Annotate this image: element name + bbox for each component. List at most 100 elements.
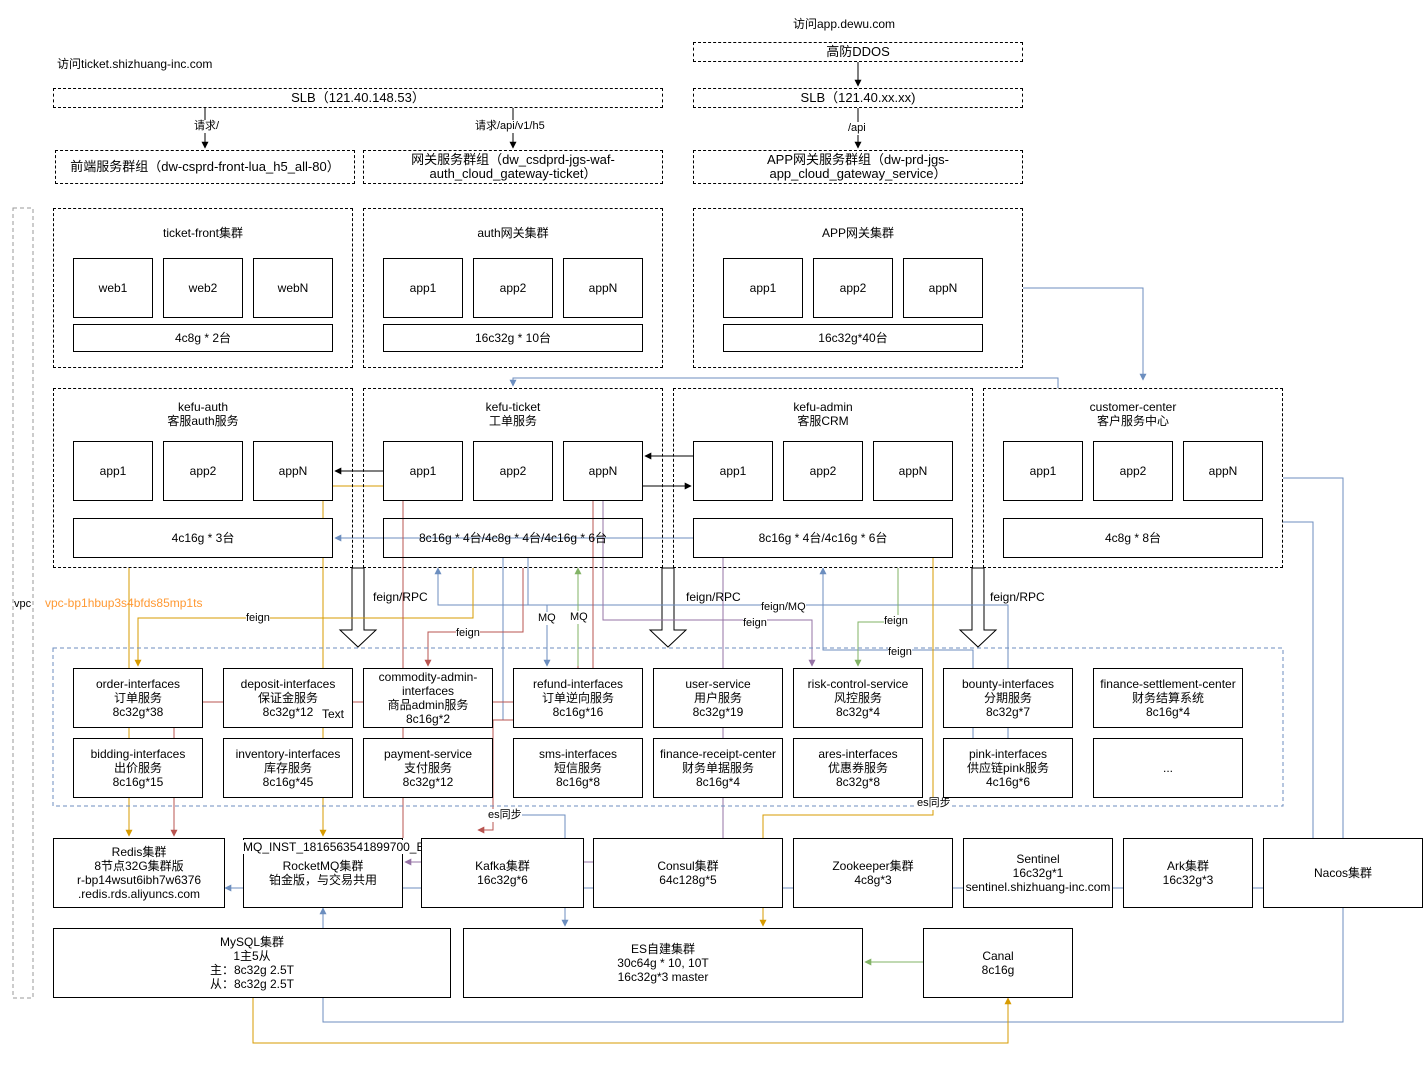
cluster-title: kefu-admin 客服CRM (793, 400, 853, 428)
edge-label-mq: MQ (538, 612, 556, 625)
mq-instance-label: MQ_INST_1816563541899700_BcHFLdJ4 (243, 840, 473, 854)
service-finance-settlement-center[interactable]: finance-settlement-center 财务结算系统 8c16g*4 (1093, 668, 1243, 728)
edge-label-feign: feign (456, 627, 480, 640)
customer-center-cluster[interactable]: customer-center 客户服务中心 (983, 388, 1283, 568)
service-pink-interfaces[interactable]: pink-interfaces 供应链pink服务 4c16g*6 (943, 738, 1073, 798)
node-app1[interactable]: app1 (723, 258, 803, 318)
storage-canal[interactable]: Canal 8c16g (923, 928, 1073, 998)
hollow-arrows (338, 567, 998, 648)
ddos-box[interactable]: 高防DDOS (693, 42, 1023, 62)
cluster-spec: 4c16g * 3台 (73, 518, 333, 558)
edge-label-text: Text (322, 707, 345, 721)
cluster-title: ticket-front集群 (162, 226, 244, 240)
cluster-title: auth网关集群 (477, 226, 549, 240)
edge-label-feign-mq: feign/MQ (761, 601, 806, 614)
node-appN[interactable]: appN (563, 258, 643, 318)
cluster-title: kefu-auth 客服auth服务 (167, 400, 239, 428)
cluster-title: kefu-ticket 工单服务 (485, 400, 541, 428)
edge-label-es-sync: es同步 (488, 809, 522, 822)
cluster-spec: 4c8g * 8台 (1003, 518, 1263, 558)
kefu-admin-cluster[interactable]: kefu-admin 客服CRM (673, 388, 973, 568)
node-app2[interactable]: app2 (473, 441, 553, 501)
edge-label-feign: feign (246, 612, 270, 625)
service-order-interfaces[interactable]: order-interfaces 订单服务 8c32g*38 (73, 668, 203, 728)
node-app1[interactable]: app1 (73, 441, 153, 501)
node-appN[interactable]: appN (253, 441, 333, 501)
vpc-services-frame (52, 647, 1284, 807)
node-appN[interactable]: appN (873, 441, 953, 501)
node-appN[interactable]: appN (563, 441, 643, 501)
service-finance-receipt-center[interactable]: finance-receipt-center 财务单据服务 8c16g*4 (653, 738, 783, 798)
app-gateway-group-box[interactable]: APP网关服务群组（dw-prd-jgs- app_cloud_gateway_… (693, 150, 1023, 184)
node-app1[interactable]: app1 (383, 258, 463, 318)
node-app2[interactable]: app2 (1093, 441, 1173, 501)
node-app1[interactable]: app1 (693, 441, 773, 501)
edge-label-feign: feign (884, 615, 908, 628)
service-risk-control-service[interactable]: risk-control-service 风控服务 8c32g*4 (793, 668, 923, 728)
cluster-spec: 4c8g * 2台 (73, 324, 333, 352)
black-edges (201, 62, 862, 490)
vpc-label: vpc (14, 598, 32, 610)
vpc-side-frame (12, 207, 34, 999)
cluster-spec: 16c32g*40台 (723, 324, 983, 352)
service-bounty-interfaces[interactable]: bounty-interfaces 分期服务 8c32g*7 (943, 668, 1073, 728)
cluster-spec: 16c32g * 10台 (383, 324, 643, 352)
infra-consul[interactable]: Consul集群 64c128g*5 (593, 838, 783, 908)
visit-app-text: 访问app.dewu.com (793, 17, 896, 31)
node-appN[interactable]: appN (903, 258, 983, 318)
infra-zookeeper[interactable]: Zookeeper集群 4c8g*3 (793, 838, 953, 908)
service-refund-interfaces[interactable]: refund-interfaces 订单逆向服务 8c16g*16 (513, 668, 643, 728)
node-app2[interactable]: app2 (163, 441, 243, 501)
edge-label-feign: feign (743, 617, 767, 630)
node-web2[interactable]: web2 (163, 258, 243, 318)
edge-label-feign-rpc: feign/RPC (373, 590, 428, 604)
edge-label-feign: feign (888, 646, 912, 659)
node-app2[interactable]: app2 (813, 258, 893, 318)
infra-kafka[interactable]: Kafka集群 16c32g*6 (421, 838, 584, 908)
service-sms-interfaces[interactable]: sms-interfaces 短信服务 8c16g*8 (513, 738, 643, 798)
infra-nacos[interactable]: Nacos集群 (1263, 838, 1423, 908)
kefu-ticket-cluster[interactable]: kefu-ticket 工单服务 (363, 388, 663, 568)
service-inventory-interfaces[interactable]: inventory-interfaces 库存服务 8c16g*45 (223, 738, 353, 798)
slb-ticket-box[interactable]: SLB（121.40.148.53） (53, 88, 663, 108)
service-commodity-admin-interfaces[interactable]: commodity-admin- interfaces 商品admin服务 8c… (363, 668, 493, 728)
edge-label-mq: MQ (570, 611, 588, 624)
edge-label-feign-rpc: feign/RPC (686, 590, 741, 604)
service-more[interactable]: ... (1093, 738, 1243, 798)
service-deposit-interfaces[interactable]: deposit-interfaces 保证金服务 8c32g*12 (223, 668, 353, 728)
cluster-spec: 8c16g * 4台/4c16g * 6台 (693, 518, 953, 558)
req-root-label: 请求/ (194, 120, 220, 133)
infra-redis[interactable]: Redis集群 8节点32G集群版 r-bp14wsut6ibh7w6376 .… (53, 838, 225, 908)
cluster-title: customer-center 客户服务中心 (1089, 400, 1177, 428)
edge-label-feign-rpc: feign/RPC (990, 590, 1045, 604)
gateway-group-box[interactable]: 网关服务群组（dw_csdprd-jgs-waf- auth_cloud_gat… (363, 150, 663, 184)
service-ares-interfaces[interactable]: ares-interfaces 优惠券服务 8c32g*8 (793, 738, 923, 798)
front-group-box[interactable]: 前端服务群组（dw-csprd-front-lua_h5_all-80） (55, 150, 355, 184)
cluster-spec: 8c16g * 4台/4c8g * 4台/4c16g * 6台 (383, 518, 643, 558)
node-app2[interactable]: app2 (473, 258, 553, 318)
node-app2[interactable]: app2 (783, 441, 863, 501)
storage-mysql[interactable]: MySQL集群 1主5从 主：8c32g 2.5T 从：8c32g 2.5T (53, 928, 451, 998)
node-app1[interactable]: app1 (383, 441, 463, 501)
storage-es[interactable]: ES自建集群 30c64g * 10, 10T 16c32g*3 master (463, 928, 863, 998)
api-label: /api (848, 122, 866, 135)
infra-ark[interactable]: Ark集群 16c32g*3 (1123, 838, 1253, 908)
cluster-title: APP网关集群 (821, 226, 894, 240)
kefu-auth-cluster[interactable]: kefu-auth 客服auth服务 (53, 388, 353, 568)
service-bidding-interfaces[interactable]: bidding-interfaces 出价服务 8c16g*15 (73, 738, 203, 798)
service-user-service[interactable]: user-service 用户服务 8c32g*19 (653, 668, 783, 728)
ticket-front-cluster[interactable]: ticket-front集群 (53, 208, 353, 368)
node-app1[interactable]: app1 (1003, 441, 1083, 501)
node-webN[interactable]: webN (253, 258, 333, 318)
slb-app-box[interactable]: SLB（121.40.xx.xx) (693, 88, 1023, 108)
node-web1[interactable]: web1 (73, 258, 153, 318)
req-api-label: 请求/api/v1/h5 (475, 120, 545, 133)
vpc-id-label: vpc-bp1hbup3s4bfds85mp1ts (45, 596, 203, 610)
node-appN[interactable]: appN (1183, 441, 1263, 501)
app-gateway-cluster[interactable]: APP网关集群 (693, 208, 1023, 368)
service-payment-service[interactable]: payment-service 支付服务 8c32g*12 (363, 738, 493, 798)
edge-label-es-sync: es同步 (917, 797, 951, 810)
auth-gateway-cluster[interactable]: auth网关集群 (363, 208, 663, 368)
infra-sentinel[interactable]: Sentinel 16c32g*1 sentinel.shizhuang-inc… (963, 838, 1113, 908)
